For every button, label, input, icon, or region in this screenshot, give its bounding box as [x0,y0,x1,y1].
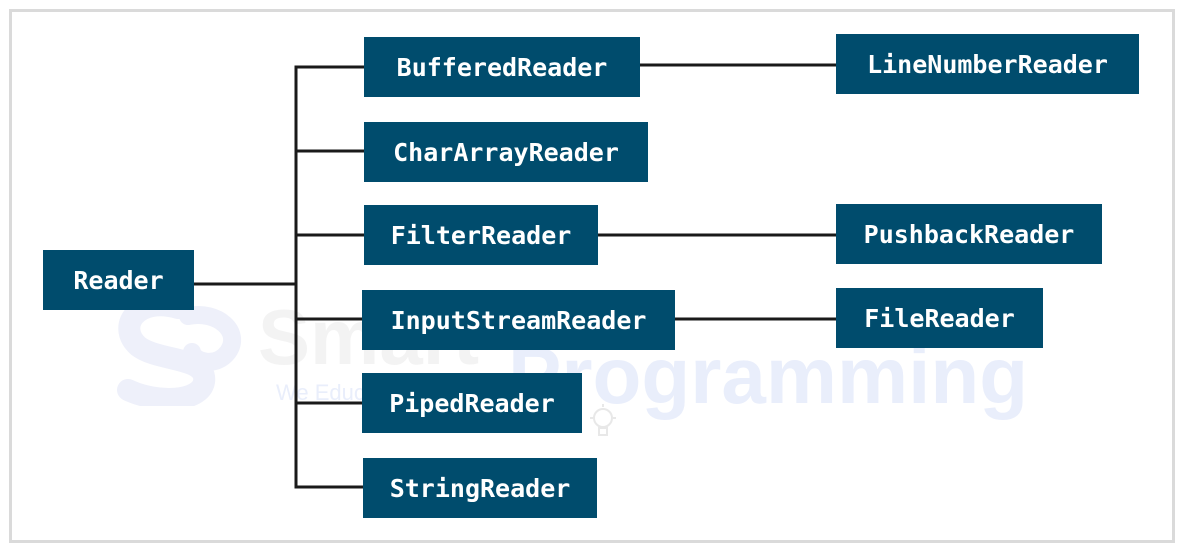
node-filterreader: FilterReader [364,205,598,265]
node-bufferedreader: BufferedReader [364,37,640,97]
node-inputstreamreader: InputStreamReader [362,290,675,350]
node-chararrayreader: CharArrayReader [364,122,648,182]
diagram-frame [9,9,1175,543]
node-filereader: FileReader [836,288,1043,348]
node-linenumberreader: LineNumberReader [836,34,1139,94]
node-reader: Reader [43,250,194,310]
node-stringreader: StringReader [363,458,597,518]
node-pipedreader: PipedReader [362,373,582,433]
node-pushbackreader: PushbackReader [836,204,1102,264]
